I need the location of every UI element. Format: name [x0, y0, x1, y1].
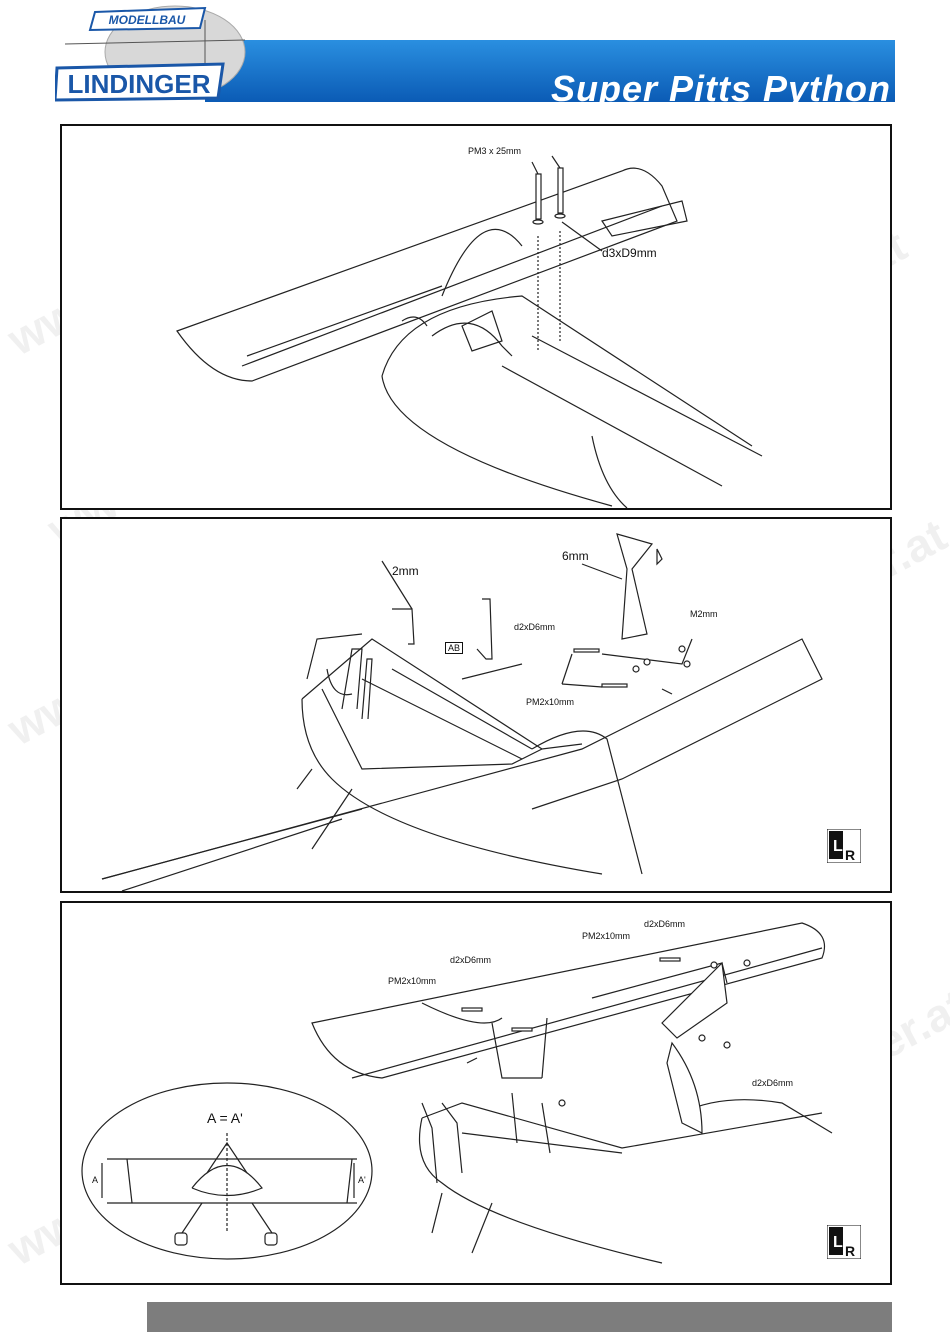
label-screw-pm2-a: PM2x10mm — [582, 931, 630, 941]
inset-title: A = A' — [207, 1110, 243, 1126]
label-washer-d2: d2xD6mm — [514, 622, 555, 632]
step-panel-interplane-struts: PM2x10mm d2xD6mm PM2x10mm d2xD6mm d2xD6m… — [60, 901, 892, 1285]
step-panel-top-wing-mount: PM3 x 25mm d3xD9mm — [60, 124, 892, 510]
label-nut-m2: M2mm — [690, 609, 718, 619]
label-washer-d2-a: d2xD6mm — [644, 919, 685, 929]
svg-text:L: L — [833, 838, 843, 855]
label-washer-d2-b: d2xD6mm — [450, 955, 491, 965]
inset-label-a: A — [92, 1175, 98, 1185]
logo-brand-top: MODELLBAU — [109, 13, 186, 27]
header-band: Super Pitts Python — [205, 40, 895, 102]
step-panel-cabane-struts: 2mm 6mm AB d2xD6mm M2mm PM2x10mm L R — [60, 517, 892, 893]
label-6mm: 6mm — [562, 549, 589, 563]
svg-text:R: R — [845, 847, 855, 863]
label-screw-pm2: PM2x10mm — [526, 697, 574, 707]
left-right-icon: L R — [827, 1225, 861, 1259]
document-title: Super Pitts Python — [551, 68, 891, 110]
cabane-struts-drawing — [62, 519, 890, 891]
svg-text:L: L — [833, 1234, 843, 1251]
label-ab: AB — [445, 642, 463, 654]
top-wing-drawing — [62, 126, 890, 508]
page-header: Super Pitts Python MODELLBAU LINDINGER — [55, 0, 895, 104]
left-right-icon: L R — [827, 829, 861, 863]
footer-bar — [147, 1302, 892, 1332]
label-washer-d3: d3xD9mm — [602, 246, 657, 260]
logo-brand-main: LINDINGER — [68, 69, 211, 99]
label-washer-d2-c: d2xD6mm — [752, 1078, 793, 1088]
lindinger-logo: MODELLBAU LINDINGER — [55, 0, 255, 104]
svg-text:R: R — [845, 1243, 855, 1259]
label-screw-pm2-b: PM2x10mm — [388, 976, 436, 986]
inset-label-a-prime: A' — [358, 1175, 366, 1185]
label-2mm: 2mm — [392, 564, 419, 578]
label-screw-pm3: PM3 x 25mm — [468, 146, 521, 156]
